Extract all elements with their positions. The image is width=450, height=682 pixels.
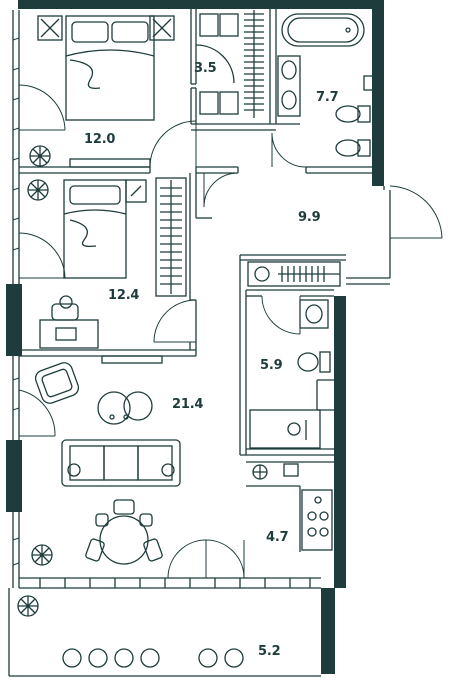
sinks <box>277 55 301 117</box>
area-label-hallway: 9.9 <box>298 210 321 225</box>
interior-walls <box>19 9 372 456</box>
nightstand-2 <box>125 179 147 203</box>
plant-icon <box>17 595 39 617</box>
shower <box>249 409 321 449</box>
area-label-wardrobe: 3.5 <box>194 61 217 76</box>
double-bed <box>65 15 155 121</box>
area-label-bedroom-2: 12.4 <box>108 288 140 303</box>
window-ticks <box>12 37 20 566</box>
balcony-plants <box>62 648 244 668</box>
plant-icon <box>31 544 53 566</box>
kitchen-counter <box>246 461 334 552</box>
wardrobe-2 <box>155 177 187 297</box>
single-bed <box>63 179 127 279</box>
tv-stand <box>69 158 151 168</box>
hallway-cabinet <box>247 261 341 287</box>
armchair <box>34 362 80 404</box>
area-label-wc: 5.9 <box>260 358 283 373</box>
plant-icon <box>252 464 268 480</box>
area-label-bathroom: 7.7 <box>316 90 339 105</box>
area-label-living-room: 21.4 <box>172 397 204 412</box>
sofa <box>61 439 181 487</box>
shaft <box>363 75 377 91</box>
plant-icon <box>29 145 51 167</box>
balcony <box>8 577 321 677</box>
outer-walls <box>6 0 391 674</box>
plant-icon <box>27 179 49 201</box>
area-label-bedroom-1: 12.0 <box>84 132 116 147</box>
bathtub <box>281 13 365 47</box>
toilet <box>335 105 371 157</box>
nightstands <box>37 15 175 41</box>
coffee-tables <box>97 391 153 425</box>
area-label-balcony: 5.2 <box>258 644 281 659</box>
toilet-2 <box>297 351 331 373</box>
dining-table <box>85 499 163 565</box>
desk <box>39 295 99 349</box>
area-label-kitchen: 4.7 <box>266 530 289 545</box>
wardrobe-cabinets <box>195 10 264 118</box>
sink-2 <box>299 299 329 329</box>
tv-stand-2 <box>101 355 163 364</box>
